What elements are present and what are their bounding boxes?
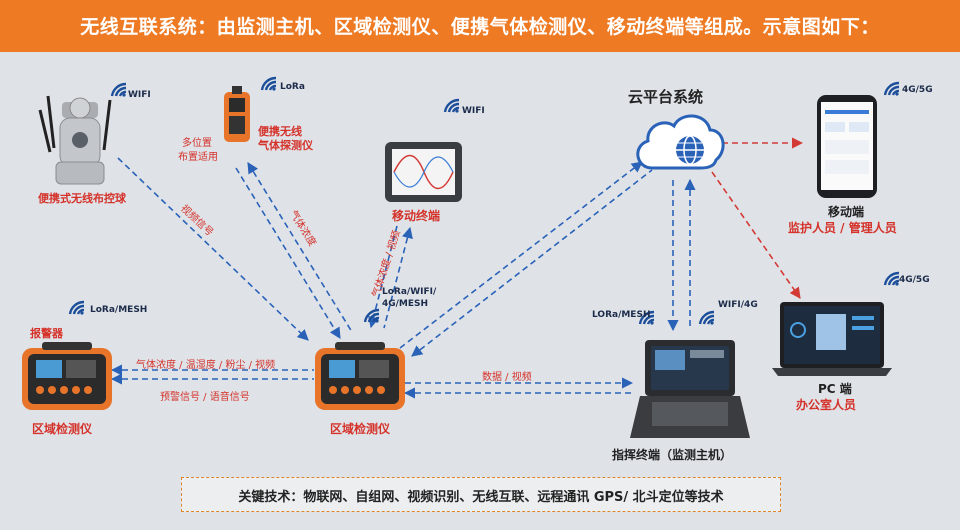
- signal-icon-tablet: [443, 98, 461, 114]
- signal-label-tablet: WIFI: [462, 106, 485, 116]
- signal-icon-portable: [260, 76, 278, 92]
- signal-icon-host-right: [698, 310, 716, 326]
- cloud-icon: [636, 114, 725, 170]
- signal-label-area-left: LoRa/MESH: [90, 305, 148, 315]
- signal-icon-area-left: [68, 300, 86, 316]
- title-banner: 无线互联系统：由监测主机、区域检测仪、便携气体检测仪、移动终端等组成。示意图如下…: [0, 0, 960, 52]
- label-alarm: 报警器: [30, 327, 63, 340]
- label-area-center: 区域检测仪: [330, 422, 391, 436]
- signal-icon-pc: [883, 271, 901, 287]
- label-ball-camera: 便携式无线布控球: [38, 192, 126, 205]
- label-mobile-sub: 监护人员 / 管理人员: [788, 221, 897, 235]
- link-portable-area: [235, 162, 353, 339]
- link-left-area: [110, 364, 314, 385]
- mobile-phone-icon: [817, 95, 877, 198]
- link-label-left-bottom: 预警信号 / 语音信号: [160, 392, 250, 403]
- signal-label-portable: LoRa: [280, 82, 305, 92]
- signal-label-host-right: WIFI/4G: [718, 300, 758, 310]
- signal-icon-camera: [110, 82, 128, 98]
- tablet-icon: [385, 142, 462, 202]
- signal-icon-area-center: [363, 308, 381, 324]
- label-mobile: 移动端: [828, 205, 865, 219]
- label-host: 指挥终端（监测主机）: [612, 448, 733, 462]
- link-area-host: [403, 377, 634, 399]
- label-tablet: 移动终端: [392, 209, 441, 223]
- label-pc-sub: 办公室人员: [796, 398, 857, 412]
- label-portable-line1: 便携无线: [258, 125, 302, 138]
- key-tech-box: 关键技术：物联网、自组网、视频识别、无线互联、远程通讯 GPS/ 北斗定位等技术: [181, 477, 781, 512]
- banner-title: 无线互联系统：由监测主机、区域检测仪、便携气体检测仪、移动终端等组成。示意图如下…: [80, 16, 880, 38]
- area-detector-left-icon: [22, 342, 112, 410]
- link-cloud-host: [667, 178, 696, 332]
- signal-label-host-left: LORa/MESH: [592, 310, 651, 320]
- signal-label-camera: WIFI: [128, 90, 151, 100]
- signal-icon-mobile: [883, 81, 901, 97]
- link-area-cloud: [399, 161, 653, 357]
- laptop-pc-icon: [772, 302, 892, 376]
- link-camera-to-area: [117, 157, 309, 341]
- link-label-left-top: 气体浓度 / 温湿度 / 粉尘 / 视频: [136, 360, 276, 371]
- link-cloud-pc: [711, 171, 801, 299]
- signal-label-pc: 4G/5G: [899, 275, 930, 285]
- label-portable-line2: 气体探测仪: [258, 139, 313, 152]
- portable-detector-icon: [224, 86, 250, 142]
- label-portable-side2: 布置适用: [178, 152, 218, 163]
- link-tablet-area: [368, 225, 413, 329]
- label-cloud: 云平台系统: [628, 88, 704, 106]
- link-label-data-video: 数据 / 视频: [482, 372, 532, 383]
- label-pc: PC 端: [818, 382, 852, 396]
- signal-label-area-center: LoRa/WIFI/ 4G/MESH: [382, 287, 437, 309]
- key-tech-text: 关键技术：物联网、自组网、视频识别、无线互联、远程通讯 GPS/ 北斗定位等技术: [238, 490, 724, 505]
- host-terminal-icon: [630, 340, 750, 438]
- label-portable-side1: 多位置: [182, 138, 212, 149]
- area-detector-center-icon: [315, 342, 405, 410]
- signal-label-mobile: 4G/5G: [902, 85, 933, 95]
- ball-camera-icon: [38, 95, 112, 185]
- label-area-left: 区域检测仪: [32, 422, 93, 436]
